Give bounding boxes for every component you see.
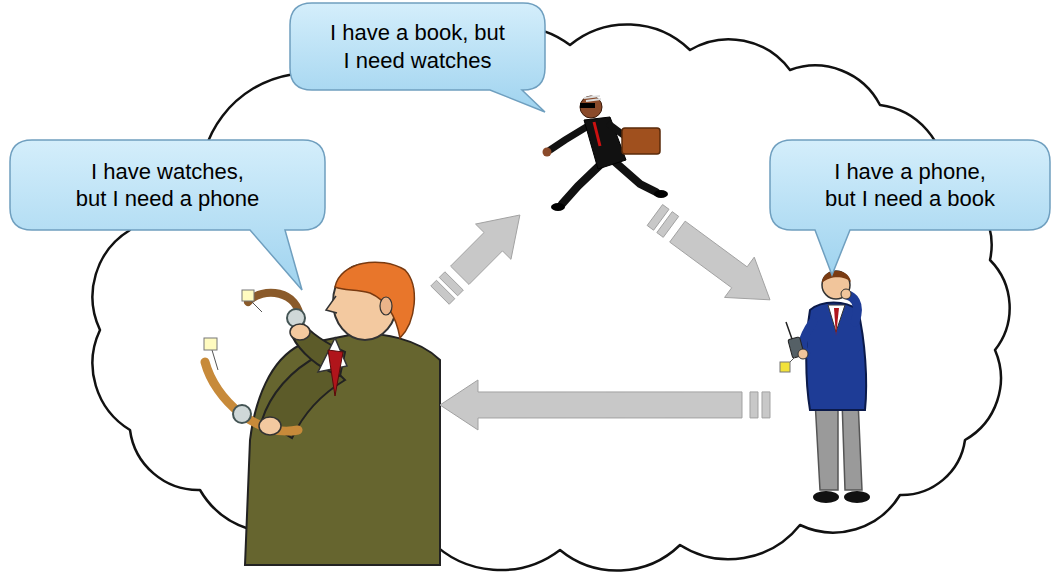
phone-antenna xyxy=(786,322,792,339)
lower-hand xyxy=(259,417,281,435)
shoe xyxy=(551,203,565,211)
hair xyxy=(335,262,414,338)
sunglasses xyxy=(580,103,595,108)
tie xyxy=(834,308,839,336)
phone-owner-figure xyxy=(780,271,870,503)
block-arrow xyxy=(647,205,770,300)
tie xyxy=(328,350,343,396)
hair xyxy=(822,271,851,283)
speech-bubble: I have a book, but I need watches xyxy=(290,0,665,215)
chin-arm xyxy=(847,295,857,322)
nose xyxy=(326,296,337,313)
bubble-shape xyxy=(770,140,1050,275)
tag xyxy=(780,362,790,372)
hair xyxy=(584,96,601,101)
bubble-text-box: I have watches, but I need a phone xyxy=(74,158,261,213)
hand xyxy=(798,349,808,359)
hand xyxy=(841,289,851,299)
jacket xyxy=(584,117,626,169)
hand xyxy=(543,148,552,157)
bubble-text-box: I have a phone, but I need a book xyxy=(820,158,1000,213)
bubble-text: I have a book, but I need watches xyxy=(327,19,509,74)
cloud-outline xyxy=(93,24,1010,570)
upper-tag xyxy=(242,290,254,301)
speech-bubble: I have watches, but I need a phone xyxy=(10,140,440,565)
block-arrow xyxy=(431,215,520,304)
shoe xyxy=(813,491,839,503)
shoe xyxy=(844,491,870,503)
head xyxy=(580,96,602,118)
lower-watch-strap xyxy=(205,362,298,431)
watch-seller-figure xyxy=(204,262,440,565)
lower-tag-string xyxy=(212,350,218,370)
lower-watch-face xyxy=(233,405,251,423)
bubble-text: I have watches, but I need a phone xyxy=(74,158,261,213)
front-leg xyxy=(615,162,656,192)
upper-tag-string xyxy=(250,300,262,312)
left-leg xyxy=(815,400,838,490)
block-arrow xyxy=(440,380,770,430)
briefcase xyxy=(622,128,660,154)
bubble-shape xyxy=(10,140,325,290)
bubble-text-box: I have a book, but I need watches xyxy=(327,19,509,74)
bubble-shape xyxy=(290,3,545,112)
book-seller-figure xyxy=(543,96,669,211)
lower-tag xyxy=(204,338,217,350)
upper-hand xyxy=(290,324,310,340)
cloud xyxy=(93,24,1010,570)
speech-bubble: I have a phone, but I need a book xyxy=(770,140,1052,510)
back-arm xyxy=(550,126,588,150)
tie xyxy=(594,122,600,146)
back-leg xyxy=(562,165,600,204)
right-leg xyxy=(842,400,862,490)
head xyxy=(822,271,850,299)
shoe xyxy=(654,190,668,198)
ear xyxy=(380,297,392,315)
bubble-text: I have a phone, but I need a book xyxy=(820,158,1000,213)
